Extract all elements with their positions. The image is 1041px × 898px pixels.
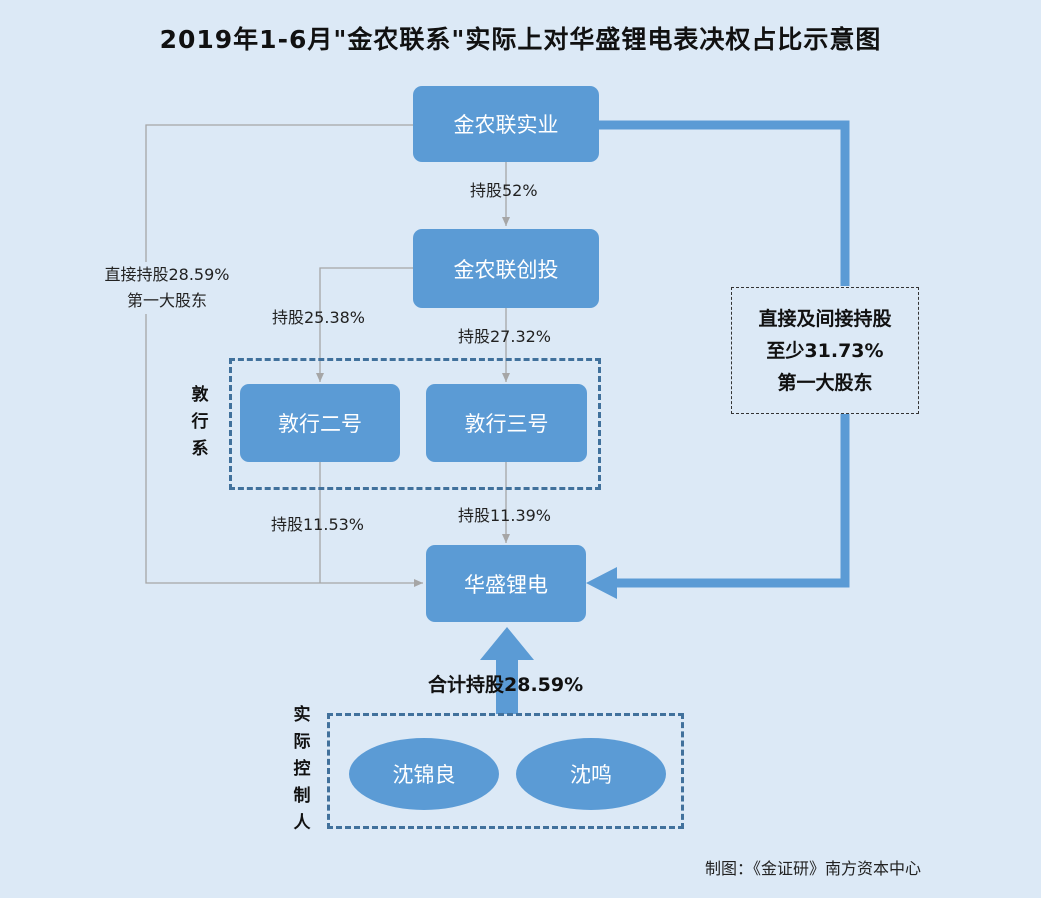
label-chuangtou-sanhao: 持股27.32% <box>458 327 552 346</box>
summary-line1: 直接及间接持股 <box>758 307 892 330</box>
label-direct-holding-line1: 直接持股28.59% <box>104 265 230 284</box>
controller-label-char-5: 人 <box>293 813 311 833</box>
summary-box: 直接及间接持股 至少31.73% 第一大股东 <box>731 287 919 414</box>
controller-label-char-3: 控 <box>293 759 311 779</box>
total-arrow-shaft <box>496 656 518 714</box>
node-shen-ming: 沈鸣 <box>516 738 666 810</box>
edge-chuangtou-erhao <box>316 267 413 382</box>
total-holding-label: 合计持股28.59% <box>428 674 584 696</box>
label-sanhao-huasheng: 持股11.39% <box>458 506 552 525</box>
diagram-title: 2019年1-6月"金农联系"实际上对华盛锂电表决权占比示意图 <box>159 25 882 54</box>
label-chuangtou-erhao: 持股25.38% <box>272 308 366 327</box>
label-shiye-chuangtou: 持股52% <box>470 181 538 200</box>
node-jinnonglian-shiye: 金农联实业 <box>413 86 599 162</box>
node-jinnonglian-chuangtou: 金农联创投 <box>413 229 599 308</box>
dunxing-group-border <box>229 358 601 490</box>
summary-path-bottom <box>614 414 850 588</box>
summary-line3: 第一大股东 <box>777 371 873 394</box>
node-dunxing-sanhao: 敦行三号 <box>426 384 587 462</box>
controller-label-char-4: 制 <box>293 786 311 806</box>
summary-path-top <box>598 120 850 286</box>
dunxing-label-char-2: 行 <box>191 412 209 432</box>
dunxing-group-label: 敦 行 系 <box>190 382 210 463</box>
node-huasheng-lidian: 华盛锂电 <box>426 545 586 622</box>
label-erhao-huasheng: 持股11.53% <box>271 515 365 534</box>
label-direct-holding: 直接持股28.59% 第一大股东 <box>92 262 242 314</box>
node-shen-jinliang: 沈锦良 <box>349 738 499 810</box>
dunxing-label-char-3: 系 <box>191 439 209 459</box>
total-arrowhead <box>480 627 534 660</box>
controller-label-char-2: 际 <box>293 732 311 752</box>
controller-group-border <box>327 713 684 829</box>
dunxing-label-char-1: 敦 <box>191 385 209 405</box>
edge-shiye-direct-huasheng <box>145 124 423 587</box>
label-direct-holding-line2: 第一大股东 <box>126 291 207 310</box>
summary-line2: 至少31.73% <box>766 339 884 362</box>
credit-text: 制图：《金证研》南方资本中心 <box>705 859 922 878</box>
controller-label-char-1: 实 <box>293 705 311 725</box>
controller-group-label: 实 际 控 制 人 <box>292 702 312 837</box>
node-dunxing-erhao: 敦行二号 <box>240 384 400 462</box>
summary-arrowhead <box>586 567 617 599</box>
